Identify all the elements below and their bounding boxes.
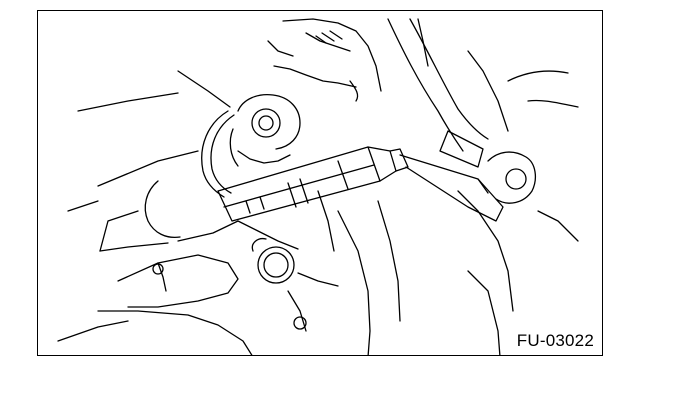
background-structure <box>67 70 401 355</box>
figure-frame: FU-03022 <box>37 10 603 356</box>
upper-bracket <box>267 18 382 102</box>
lower-boss <box>251 237 339 332</box>
right-fitting <box>457 151 579 355</box>
figure-id-label: FU-03022 <box>514 331 596 351</box>
wiring-harness <box>201 110 235 198</box>
bolt-boss <box>229 93 301 167</box>
left-housing <box>97 150 299 252</box>
sensor-connector <box>217 146 504 222</box>
right-hose <box>387 18 579 168</box>
lower-lever <box>57 254 253 355</box>
engine-sensor-line-drawing <box>57 18 579 355</box>
